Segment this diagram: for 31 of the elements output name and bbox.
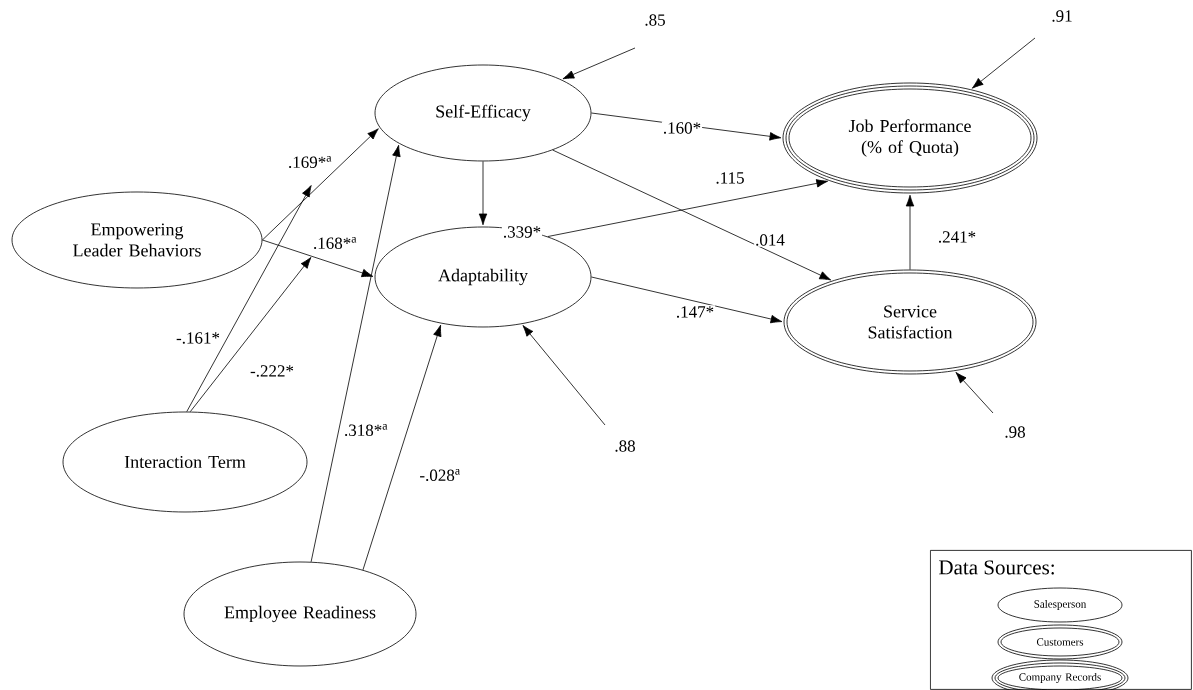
arrow xyxy=(562,47,636,80)
edge-label: .98 xyxy=(1003,425,1027,439)
edge-label: .339* xyxy=(501,225,543,239)
arrow xyxy=(186,185,312,412)
arrow xyxy=(310,144,401,563)
arrow xyxy=(955,371,994,414)
arrow xyxy=(905,194,915,270)
arrow xyxy=(547,179,828,237)
arrow xyxy=(478,161,488,226)
arrow xyxy=(591,276,783,324)
edge-label: -.028$^{a}$ xyxy=(418,467,462,483)
edge-label: .115 xyxy=(714,171,746,185)
edge-label: .160* xyxy=(661,121,703,135)
arrow xyxy=(552,149,832,281)
edge-label: .318*$^{a}$ xyxy=(343,422,390,438)
arrow xyxy=(262,128,379,241)
edge-label: .169*$^{a}$ xyxy=(287,154,334,170)
edge-label: .147* xyxy=(674,305,716,319)
arrow xyxy=(189,257,312,413)
edge-label: .168*$^{a}$ xyxy=(312,235,359,251)
edge-label: .014 xyxy=(754,233,786,247)
edge-label: .91 xyxy=(1050,9,1074,23)
arrow xyxy=(522,325,606,426)
edge-label: .88 xyxy=(613,439,637,453)
edge-label: -.161* xyxy=(175,331,221,345)
edge-label: -.222* xyxy=(249,364,295,378)
arrow xyxy=(362,324,442,571)
arrow xyxy=(262,239,374,278)
edge-label: .241* xyxy=(936,230,978,244)
edge-label: .85 xyxy=(643,13,667,27)
arrow xyxy=(971,37,1036,89)
